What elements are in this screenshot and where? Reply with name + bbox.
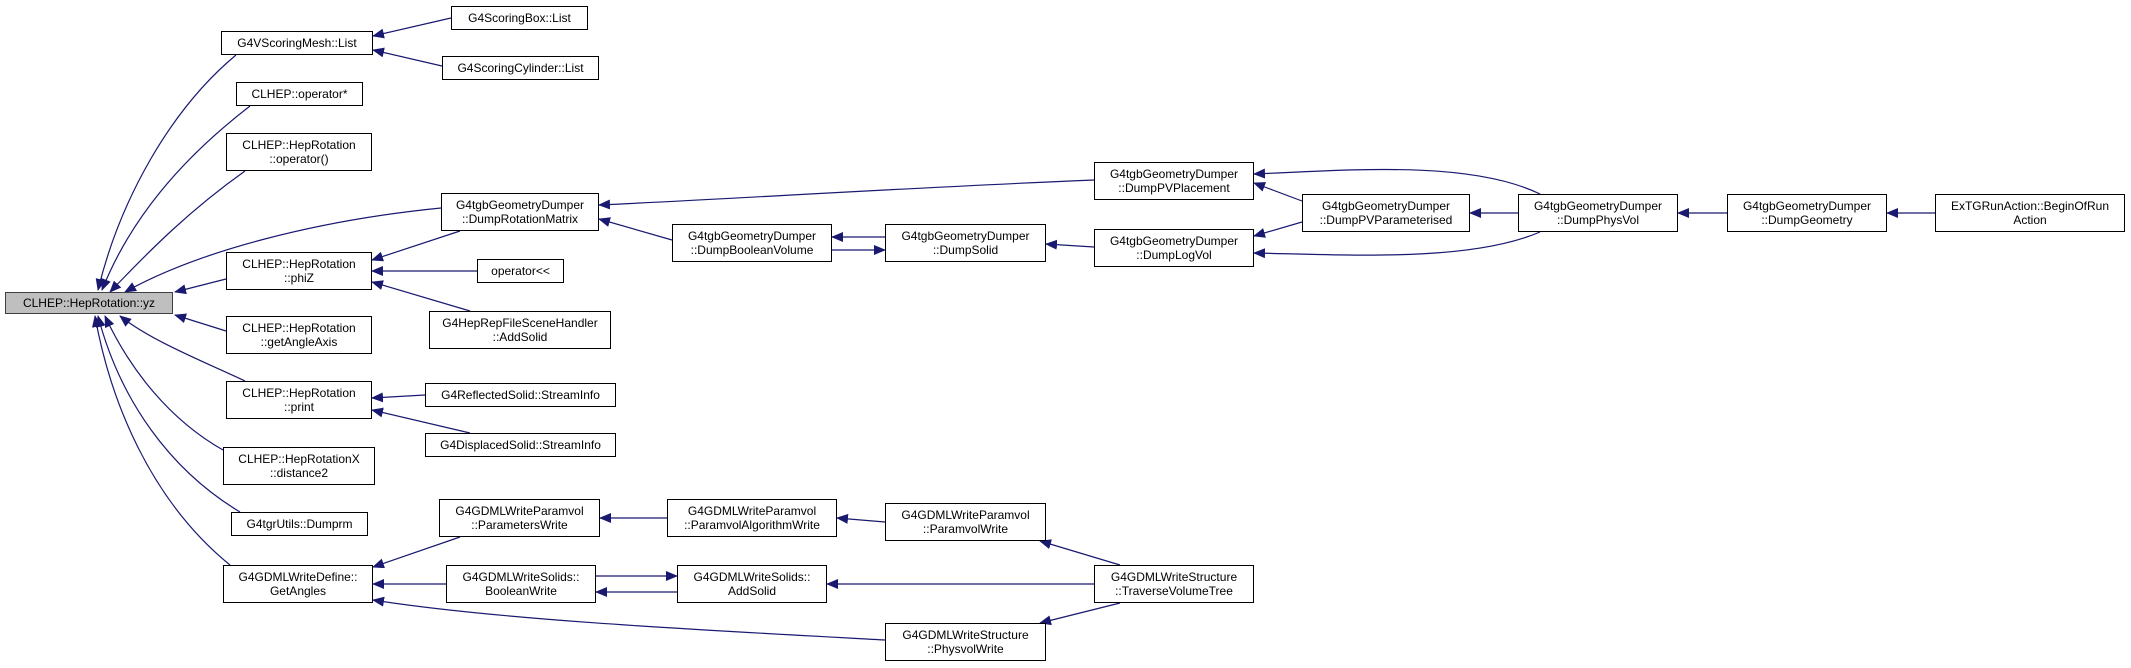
node-dumprotationmatrix[interactable]: G4tgbGeometryDumper ::DumpRotationMatrix — [441, 193, 599, 231]
edge-print-root — [119, 315, 246, 382]
edge-distance2-root — [104, 315, 224, 451]
edge-dumprotmat-phiz — [371, 230, 461, 262]
node-g4gdmlwritestructure-traversevolumetree[interactable]: G4GDMLWriteStructure ::TraverseVolumeTre… — [1094, 565, 1254, 603]
node-dumpsolid[interactable]: G4tgbGeometryDumper ::DumpSolid — [885, 224, 1046, 262]
edge-displaced-print — [371, 407, 471, 434]
edge-dumplogvol-dumpsolid — [1045, 239, 1095, 250]
node-g4gdmlwritestructure-physvolwrite[interactable]: G4GDMLWriteStructure ::PhysvolWrite — [885, 623, 1046, 661]
node-g4gdmlwriteparamvol-paramvolwrite[interactable]: G4GDMLWriteParamvol ::ParamvolWrite — [885, 503, 1046, 541]
edge-paramswrite-getangles — [372, 536, 461, 569]
edge-dumprm-root — [95, 315, 241, 513]
edge-dumpphysvol-dumppvplace — [1253, 168, 1541, 195]
node-g4hepreprfilescenehandler-addsolid[interactable]: G4HepRepFileSceneHandler ::AddSolid — [429, 311, 611, 349]
edge-scoringbox-vscoring — [372, 17, 452, 39]
node-heprotation-yz: CLHEP::HepRotation::yz — [5, 292, 173, 314]
edge-traverse-paramvolwrite — [1039, 539, 1121, 566]
edge-paramvolwrite-paramalgo — [836, 513, 886, 524]
node-g4gdmlwritesolids-addsolid[interactable]: G4GDMLWriteSolids:: AddSolid — [677, 565, 827, 603]
node-dumppvplacement[interactable]: G4tgbGeometryDumper ::DumpPVPlacement — [1094, 162, 1254, 200]
node-dumplogvol[interactable]: G4tgbGeometryDumper ::DumpLogVol — [1094, 229, 1254, 267]
node-g4scoringcylinder-list[interactable]: G4ScoringCylinder::List — [442, 56, 599, 80]
edge-reflected-print — [371, 392, 426, 403]
node-heprotation-print[interactable]: CLHEP::HepRotation ::print — [226, 381, 372, 419]
edge-traverse-physvolwrite — [1039, 602, 1121, 626]
edge-phiz-root — [174, 278, 227, 295]
node-heprotationx-distance2[interactable]: CLHEP::HepRotationX ::distance2 — [223, 447, 375, 485]
node-dumpphysvol[interactable]: G4tgbGeometryDumper ::DumpPhysVol — [1518, 194, 1678, 232]
edge-dumpphysvol-dumplogvol — [1253, 231, 1541, 259]
edge-getangleaxis-root — [174, 313, 227, 332]
node-g4tgrutils-dumprm[interactable]: G4tgrUtils::Dumprm — [231, 512, 368, 536]
node-dumpbooleanvolume[interactable]: G4tgbGeometryDumper ::DumpBooleanVolume — [672, 224, 832, 262]
edge-dumppvparam-dumppvplace — [1253, 182, 1303, 202]
edge-getangles-root — [92, 315, 231, 566]
node-g4displacedsolid-streaminfo[interactable]: G4DisplacedSolid::StreamInfo — [425, 433, 616, 457]
node-g4gdmlwriteparamvol-paramvolalgorithmwrite[interactable]: G4GDMLWriteParamvol ::ParamvolAlgorithmW… — [667, 499, 837, 537]
node-extgrunaction-beginofrunaction[interactable]: ExTGRunAction::BeginOfRun Action — [1935, 194, 2125, 232]
edge-dumprotmat-root — [124, 207, 442, 293]
edge-opstar-root — [101, 105, 251, 291]
node-clhep-operator-star[interactable]: CLHEP::operator* — [236, 82, 363, 106]
node-dumppvparameterised[interactable]: G4tgbGeometryDumper ::DumpPVParameterise… — [1302, 194, 1470, 232]
node-g4gdmlwritedefine-getangles[interactable]: G4GDMLWriteDefine:: GetAngles — [223, 565, 373, 603]
edge-dumpbool-dumprotmat — [598, 217, 673, 241]
node-heprotation-operator-call[interactable]: CLHEP::HepRotation ::operator() — [226, 133, 372, 171]
node-operator-shift-left[interactable]: operator<< — [477, 259, 564, 283]
node-dumpgeometry[interactable]: G4tgbGeometryDumper ::DumpGeometry — [1727, 194, 1887, 232]
node-heprotation-phiz[interactable]: CLHEP::HepRotation ::phiZ — [226, 252, 372, 290]
edge-dumppvparam-dumplogvol — [1253, 221, 1303, 238]
edge-dumppvplace-dumprotmat — [598, 179, 1095, 210]
edge-heprep-phiz — [371, 280, 471, 312]
node-g4gdmlwriteparamvol-parameterswrite[interactable]: G4GDMLWriteParamvol ::ParametersWrite — [439, 499, 600, 537]
node-g4vscoringmesh-list[interactable]: G4VScoringMesh::List — [221, 31, 373, 55]
edge-vscoring-root — [95, 54, 237, 291]
edge-scoringcyl-vscoring — [372, 47, 443, 67]
node-heprotation-getangleaxis[interactable]: CLHEP::HepRotation ::getAngleAxis — [226, 316, 372, 354]
node-g4scoringbox-list[interactable]: G4ScoringBox::List — [451, 6, 588, 30]
edge-physvolwrite-getangles — [372, 596, 886, 641]
edge-rotop-root — [109, 170, 246, 293]
node-g4gdmlwritesolids-booleanwrite[interactable]: G4GDMLWriteSolids:: BooleanWrite — [446, 565, 596, 603]
node-g4reflectedsolid-streaminfo[interactable]: G4ReflectedSolid::StreamInfo — [425, 383, 616, 407]
